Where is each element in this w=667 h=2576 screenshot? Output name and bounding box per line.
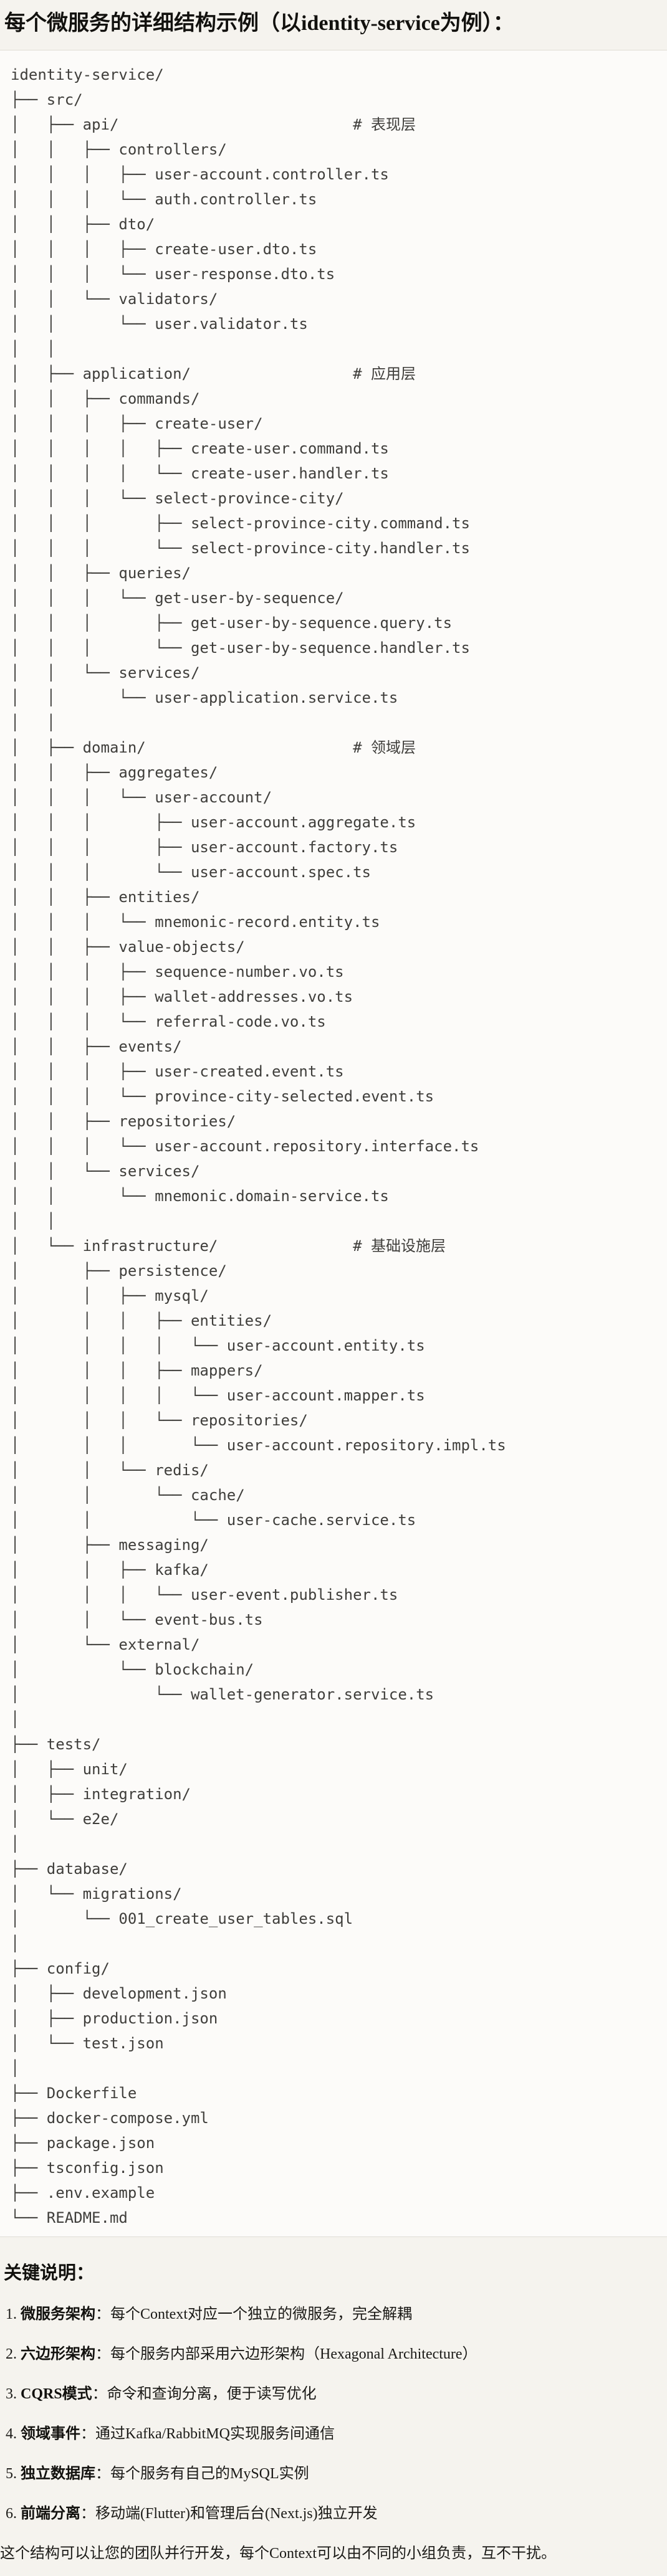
note-item: 6.前端分离：移动端(Flutter)和管理后台(Next.js)独立开发 bbox=[6, 2501, 662, 2526]
note-item-number: 1. bbox=[6, 2306, 17, 2322]
directory-tree: identity-service/ ├── src/ │ ├── api/ # … bbox=[11, 66, 506, 2227]
note-item-text: ：命令和查询分离，便于读写优化 bbox=[92, 2386, 317, 2402]
notes-heading: 关键说明： bbox=[4, 2263, 95, 2283]
notes-section: 关键说明： 1.微服务架构：每个Context对应一个独立的微服务，完全解耦 2… bbox=[0, 2260, 667, 2576]
note-item-number: 6. bbox=[6, 2506, 17, 2522]
closing-paragraph: 这个结构可以让您的团队并行开发，每个Context可以由不同的小组负责，互不干扰… bbox=[0, 2545, 556, 2562]
note-item-label: 六边形架构 bbox=[21, 2346, 95, 2362]
note-item-label: 独立数据库 bbox=[21, 2466, 95, 2482]
note-item: 4.领域事件：通过Kafka/RabbitMQ实现服务间通信 bbox=[6, 2422, 662, 2446]
note-item-label: 领域事件 bbox=[21, 2426, 80, 2442]
note-item-number: 3. bbox=[6, 2386, 17, 2402]
note-item-label: 微服务架构 bbox=[21, 2306, 95, 2322]
note-item-label: 前端分离 bbox=[21, 2506, 80, 2522]
page-title: 每个微服务的详细结构示例（以identity-service为例）： bbox=[4, 12, 514, 35]
note-item: 3.CQRS模式：命令和查询分离，便于读写优化 bbox=[6, 2382, 662, 2407]
note-item-text: ：通过Kafka/RabbitMQ实现服务间通信 bbox=[80, 2426, 335, 2442]
note-item-number: 5. bbox=[6, 2466, 17, 2482]
note-item: 5.独立数据库：每个服务有自己的MySQL实例 bbox=[6, 2461, 662, 2486]
notes-list: 1.微服务架构：每个Context对应一个独立的微服务，完全解耦 2.六边形架构… bbox=[0, 2302, 662, 2526]
note-item-text: ：每个服务有自己的MySQL实例 bbox=[95, 2466, 309, 2482]
note-item-number: 2. bbox=[6, 2346, 17, 2362]
note-item: 2.六边形架构：每个服务内部采用六边形架构（Hexagonal Architec… bbox=[6, 2342, 662, 2367]
note-item: 1.微服务架构：每个Context对应一个独立的微服务，完全解耦 bbox=[6, 2302, 662, 2327]
note-item-number: 4. bbox=[6, 2426, 17, 2442]
code-block: identity-service/ ├── src/ │ ├── api/ # … bbox=[0, 50, 667, 2237]
note-item-text: ：每个Context对应一个独立的微服务，完全解耦 bbox=[95, 2306, 412, 2322]
note-item-text: ：每个服务内部采用六边形架构（Hexagonal Architecture） bbox=[95, 2346, 477, 2362]
note-item-label: CQRS模式 bbox=[21, 2386, 92, 2402]
note-item-text: ：移动端(Flutter)和管理后台(Next.js)独立开发 bbox=[80, 2506, 378, 2522]
